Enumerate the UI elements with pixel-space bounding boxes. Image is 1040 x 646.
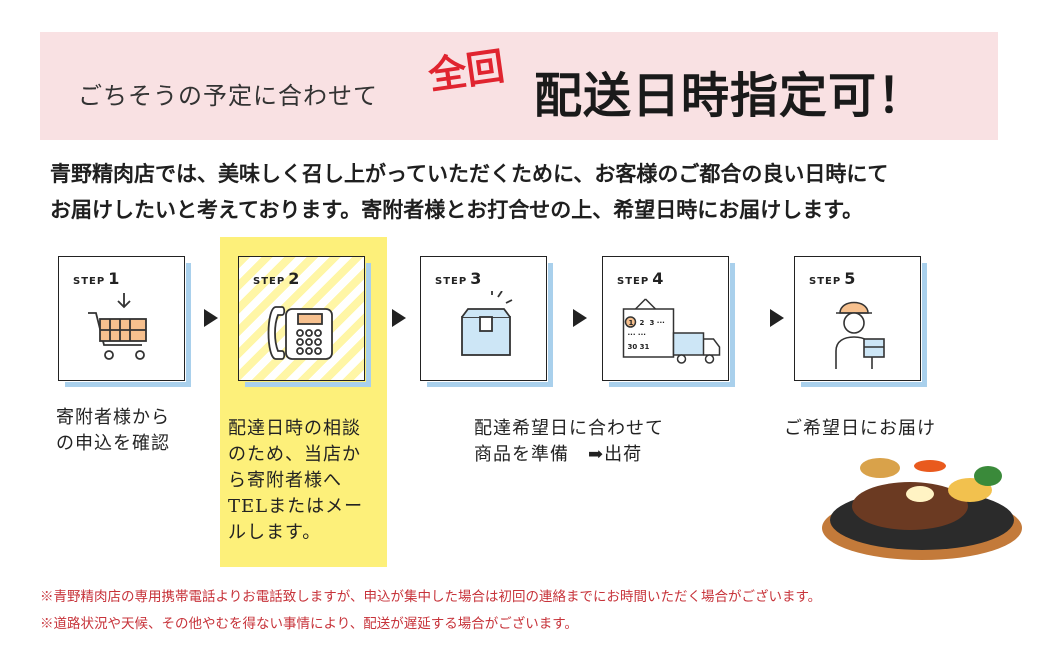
step-arrow-4 [770,309,784,327]
intro-line-1: 青野精肉店では、美味しく召し上がっていただくために、お客様のご都合の良い日時にて [50,161,889,186]
banner-title: 配送日時指定可！ [534,68,927,124]
note-1: ※青野精肉店の専用携帯電話よりお電話致しますが、申込が集中した場合は初回の連絡ま… [40,589,822,605]
calendar-dots: ··· ··· [628,331,646,339]
calendar-day-1: 1 [629,319,634,327]
step-5-description: ご希望日にお届け [784,418,936,439]
delivery-person-icon [835,301,885,369]
shopping-cart-icon [88,293,147,360]
package-box-icon [461,291,513,356]
calendar-day-3: 3 ··· [650,319,665,327]
step-arrow-2 [392,309,406,327]
step-2-description: 配達日時の相談 のため、当店か ら寄附者様へ TELまたはメー ルします。 [228,418,364,543]
step-3-description: 配達希望日に合わせて 商品を準備 ➡出荷 [474,418,664,465]
step-1-description: 寄附者様から の申込を確認 [56,407,170,454]
steak-plate-image [822,458,1022,560]
telephone-icon [267,306,333,360]
intro-line-2: お届けしたいと考えております。寄附者様とお打合せの上、希望日時にお届けします。 [50,197,864,222]
banner-badge: 全回 [425,42,508,99]
calendar-truck-icon: 1 2 3 ··· ··· ··· 30 31 [622,298,721,364]
header-banner [40,32,998,140]
calendar-day-30: 30 31 [628,343,650,351]
banner-lead-text: ごちそうの予定に合わせて [78,82,378,110]
step-arrow-3 [573,309,587,327]
calendar-day-2: 2 [640,319,645,327]
note-2: ※道路状況や天候、その他やむを得ない事情により、配送が遅延する場合がございます。 [40,616,578,632]
step-arrow-1 [204,309,218,327]
